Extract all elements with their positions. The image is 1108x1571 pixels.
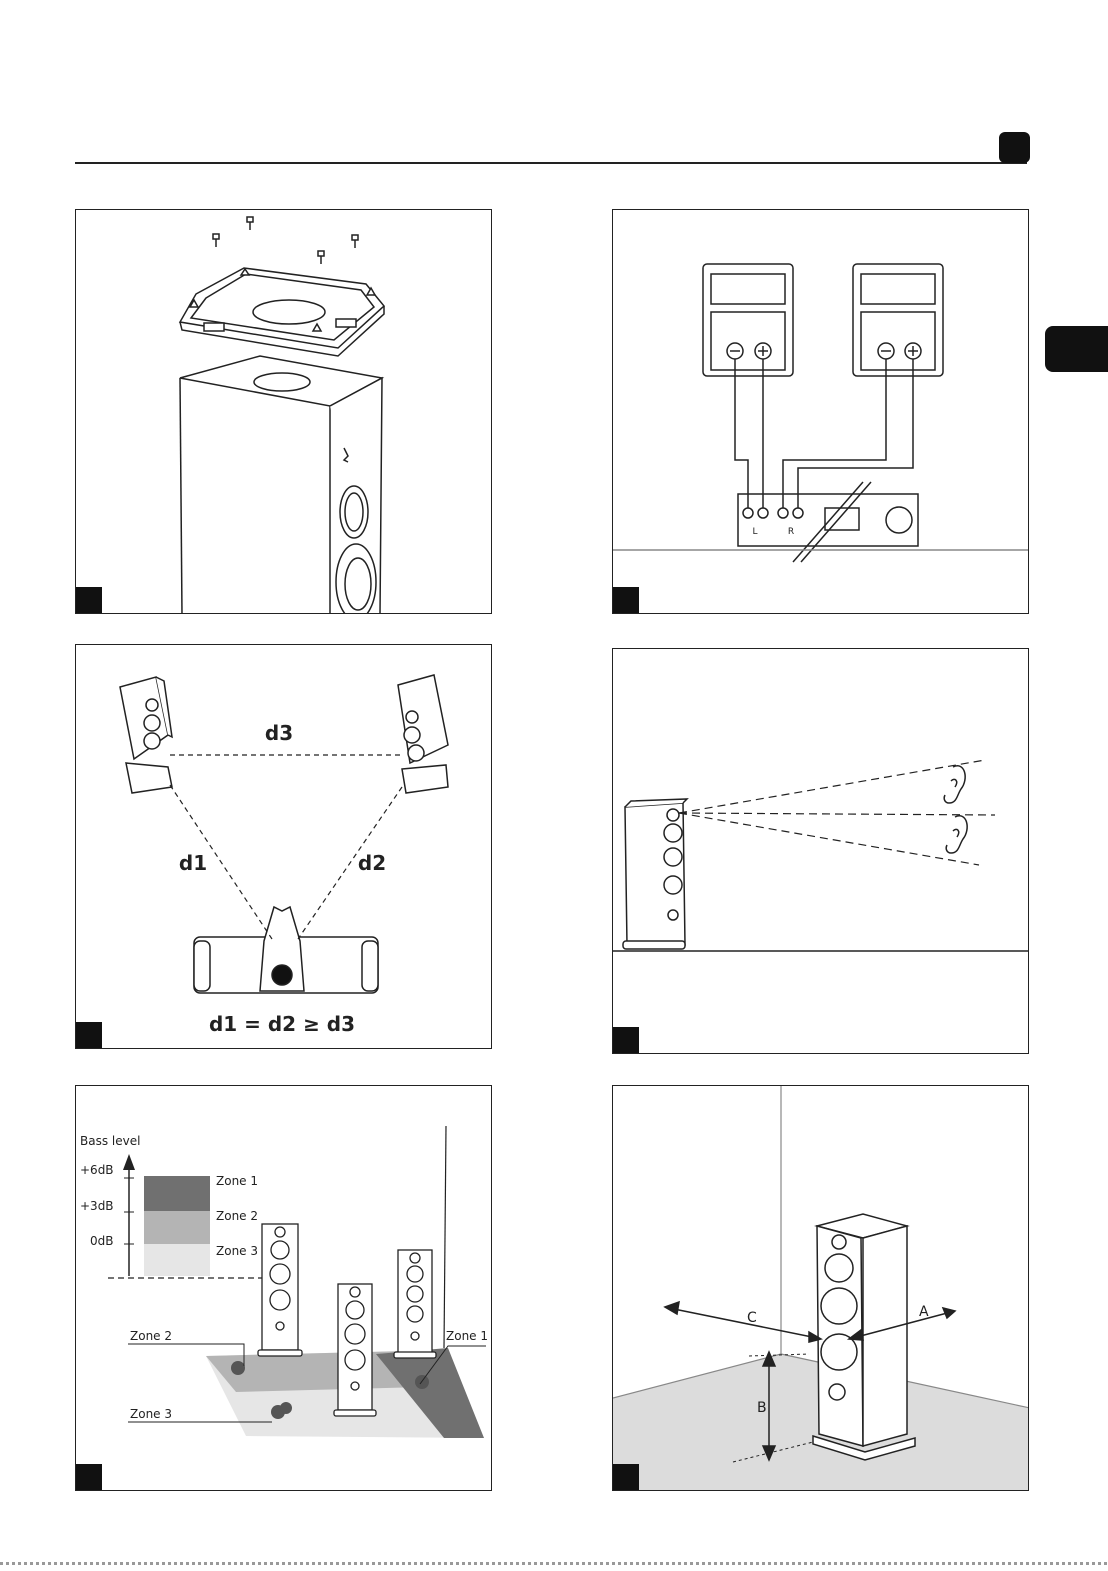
bass-zones-illustration: Bass level +6dB +3dB 0dB Zone 1 Zone 2 Z… (76, 1086, 492, 1491)
sound-ray-middle (679, 813, 995, 815)
figure-number-marker (613, 1464, 639, 1490)
callout-zone-3: Zone 3 (130, 1407, 172, 1421)
legend-zone-3: Zone 3 (216, 1244, 258, 1258)
tower-speaker-icon (813, 1214, 915, 1460)
ear-icon (946, 816, 967, 853)
language-side-tab (1045, 326, 1108, 372)
screw-icon (247, 217, 253, 230)
placement-formula: d1 = d2 ≥ d3 (209, 1012, 355, 1036)
page-number-badge (999, 132, 1030, 163)
distance-d2-line (298, 787, 402, 939)
sound-ray-lower (679, 813, 979, 865)
figure-number-marker (76, 1022, 102, 1048)
tower-speaker-side-icon (623, 799, 687, 949)
label-d3: d3 (265, 721, 293, 745)
panel-bass-zones: Bass level +6dB +3dB 0dB Zone 1 Zone 2 Z… (75, 1085, 492, 1491)
page-bottom-dotted-border (0, 1562, 1108, 1565)
sound-ray-upper (679, 760, 985, 813)
label-d2: d2 (358, 851, 386, 875)
figure-number-marker (613, 587, 639, 613)
label-b: B (757, 1400, 767, 1416)
corner-distances-illustration: A C B (613, 1086, 1029, 1491)
zone3-level-block (144, 1244, 210, 1276)
zone1-level-block (144, 1176, 210, 1211)
header-rule (75, 162, 1027, 164)
left-speaker-icon (120, 677, 172, 793)
screw-icon (318, 251, 324, 264)
screw-icon (352, 235, 358, 248)
placement-illustration: d3 d1 d2 d1 = d2 ≥ d3 (76, 645, 492, 1049)
label-a: A (919, 1304, 929, 1320)
zone2-level-block (144, 1211, 210, 1244)
tower-speaker-icon (394, 1250, 436, 1358)
legend-zone-2: Zone 2 (216, 1209, 258, 1223)
level-0db: 0dB (90, 1234, 113, 1248)
tower-speaker-icon (334, 1284, 376, 1416)
panel-placement: d3 d1 d2 d1 = d2 ≥ d3 (75, 644, 492, 1049)
panel-wiring: L R (612, 209, 1029, 614)
listening-height-illustration (613, 649, 1029, 1054)
wiring-illustration: L R (613, 210, 1029, 614)
distance-c-line (669, 1308, 817, 1338)
panel-corner-distances: A C B (612, 1085, 1029, 1491)
label-c: C (747, 1310, 757, 1326)
figure-number-marker (76, 1464, 102, 1490)
callout-zone-1: Zone 1 (446, 1329, 488, 1343)
axis-arrow-up-icon (123, 1154, 135, 1170)
figure-number-marker (613, 1027, 639, 1053)
callout-zone-2: Zone 2 (130, 1329, 172, 1343)
level-plus-6db: +6dB (80, 1163, 114, 1177)
bass-level-axis-label: Bass level (80, 1134, 140, 1148)
channel-left-label: L (752, 527, 757, 537)
legend-zone-1: Zone 1 (216, 1174, 258, 1188)
channel-right-label: R (788, 527, 794, 537)
panel-listening-height (612, 648, 1029, 1054)
right-speaker-icon (398, 675, 448, 793)
panel-stand-assembly (75, 209, 492, 614)
ear-icon (944, 766, 965, 803)
tower-speaker-icon (258, 1224, 302, 1356)
sofa-with-listener-icon (194, 907, 378, 993)
stand-assembly-illustration (76, 210, 492, 614)
level-plus-3db: +3dB (80, 1199, 114, 1213)
screw-icon (213, 234, 219, 247)
label-d1: d1 (179, 851, 207, 875)
figure-number-marker (76, 587, 102, 613)
